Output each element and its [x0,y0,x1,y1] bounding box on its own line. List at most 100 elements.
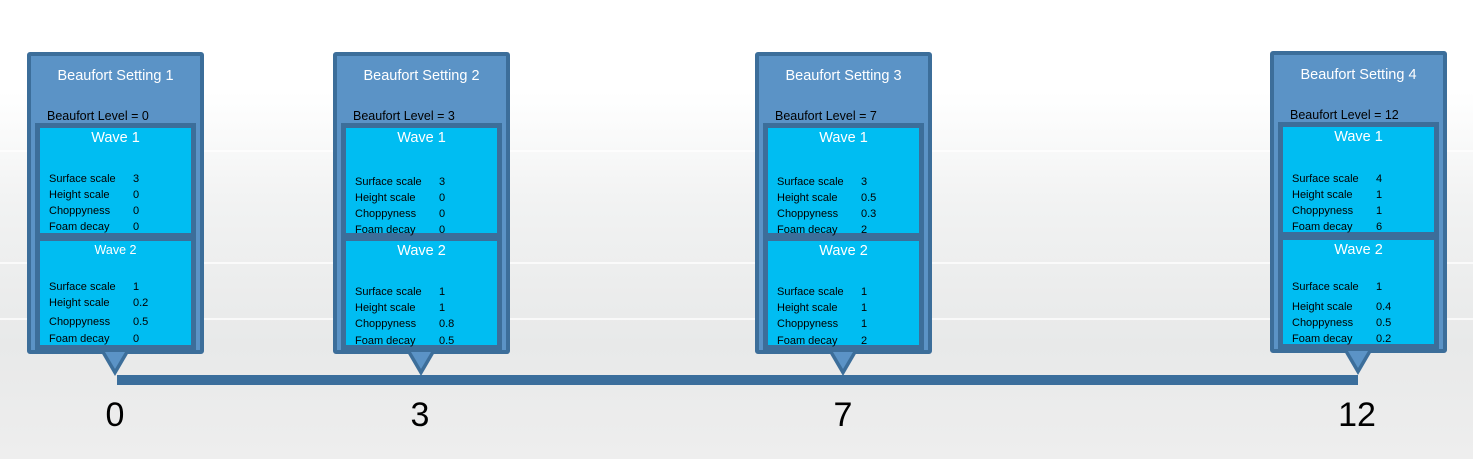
param-value: 1 [861,318,868,330]
param-label: Surface scale [49,281,116,293]
param-row: Foam decay 2 [777,335,867,347]
param-value: 3 [439,176,446,188]
timeline-label-0: 0 [105,396,125,434]
param-row: Surface scale 3 [355,176,445,188]
param-label: Foam decay [49,333,110,345]
param-label: Height scale [49,297,110,309]
timeline-label-7: 7 [833,396,853,434]
param-label: Choppyness [355,318,417,330]
param-label: Surface scale [777,286,844,298]
param-label: Choppyness [1292,317,1354,329]
param-row: Height scale 0.5 [777,192,876,204]
param-label: Height scale [1292,301,1353,313]
param-value: 4 [1376,173,1383,185]
param-label: Foam decay [1292,333,1353,345]
param-label: Height scale [49,189,110,201]
param-label: Height scale [777,192,838,204]
param-value: 1 [1376,205,1383,217]
param-label: Choppyness [1292,205,1354,217]
param-value: 0.5 [861,192,877,204]
param-value: 0 [133,221,140,233]
timeline-label-3: 3 [410,396,430,434]
param-label: Choppyness [355,208,417,220]
param-label: Choppyness [49,316,111,328]
wave-title: Wave 1 [1334,129,1383,145]
pointer-arrow-fill [105,352,125,369]
background-streak [0,318,1473,320]
param-value: 0.2 [133,297,149,309]
param-label: Surface scale [355,176,422,188]
param-value: 2 [861,224,868,236]
param-value: 1 [861,286,868,298]
param-label: Surface scale [1292,173,1359,185]
param-row: Surface scale 1 [355,286,445,298]
param-value: 0 [133,189,140,201]
timeline-label-12: 12 [1338,396,1376,434]
param-label: Surface scale [49,173,116,185]
background-streak [0,150,1473,152]
param-label: Foam decay [777,335,838,347]
beaufort-level-label: Beaufort Level = 3 [353,109,455,123]
param-value: 0 [133,333,140,345]
param-row: Foam decay 0 [355,224,445,236]
param-value: 3 [861,176,868,188]
timeline-bar [117,375,1358,385]
param-value: 0.5 [133,316,149,328]
param-label: Foam decay [355,224,416,236]
setting-title: Beaufort Setting 1 [57,68,174,84]
param-label: Surface scale [777,176,844,188]
param-value: 0 [439,224,446,236]
wave-title: Wave 1 [91,130,140,146]
param-value: 0.8 [439,318,455,330]
param-label: Choppyness [777,318,839,330]
param-label: Foam decay [1292,221,1353,233]
param-value: 3 [133,173,140,185]
wave-title: Wave 2 [94,243,137,257]
param-value: 2 [861,335,868,347]
param-value: 1 [439,302,446,314]
param-value: 0.5 [439,335,455,347]
wave-title: Wave 2 [397,243,446,259]
param-value: 1 [439,286,446,298]
beaufort-level-label: Beaufort Level = 12 [1290,108,1399,122]
wave-title: Wave 1 [397,130,446,146]
param-row: Choppyness 0.5 [49,316,148,328]
beaufort-level-label: Beaufort Level = 7 [775,109,877,123]
param-label: Height scale [355,302,416,314]
param-row: Choppyness 1 [777,318,867,330]
wave-title: Wave 1 [819,130,868,146]
param-row: Foam decay 6 [1292,221,1382,233]
param-label: Choppyness [49,205,111,217]
param-label: Surface scale [355,286,422,298]
param-label: Height scale [1292,189,1353,201]
param-value: 1 [1376,281,1383,293]
background-streak [0,262,1473,264]
param-row: Height scale 0.2 [49,297,148,309]
pointer-arrow-fill [1348,351,1368,368]
param-row: Surface scale 4 [1292,173,1382,185]
setting-title: Beaufort Setting 3 [785,68,902,84]
param-value: 1 [1376,189,1383,201]
param-label: Surface scale [1292,281,1359,293]
beaufort-level-label: Beaufort Level = 0 [47,109,149,123]
param-label: Choppyness [777,208,839,220]
param-value: 6 [1376,221,1383,233]
param-row: Surface scale 3 [49,173,139,185]
